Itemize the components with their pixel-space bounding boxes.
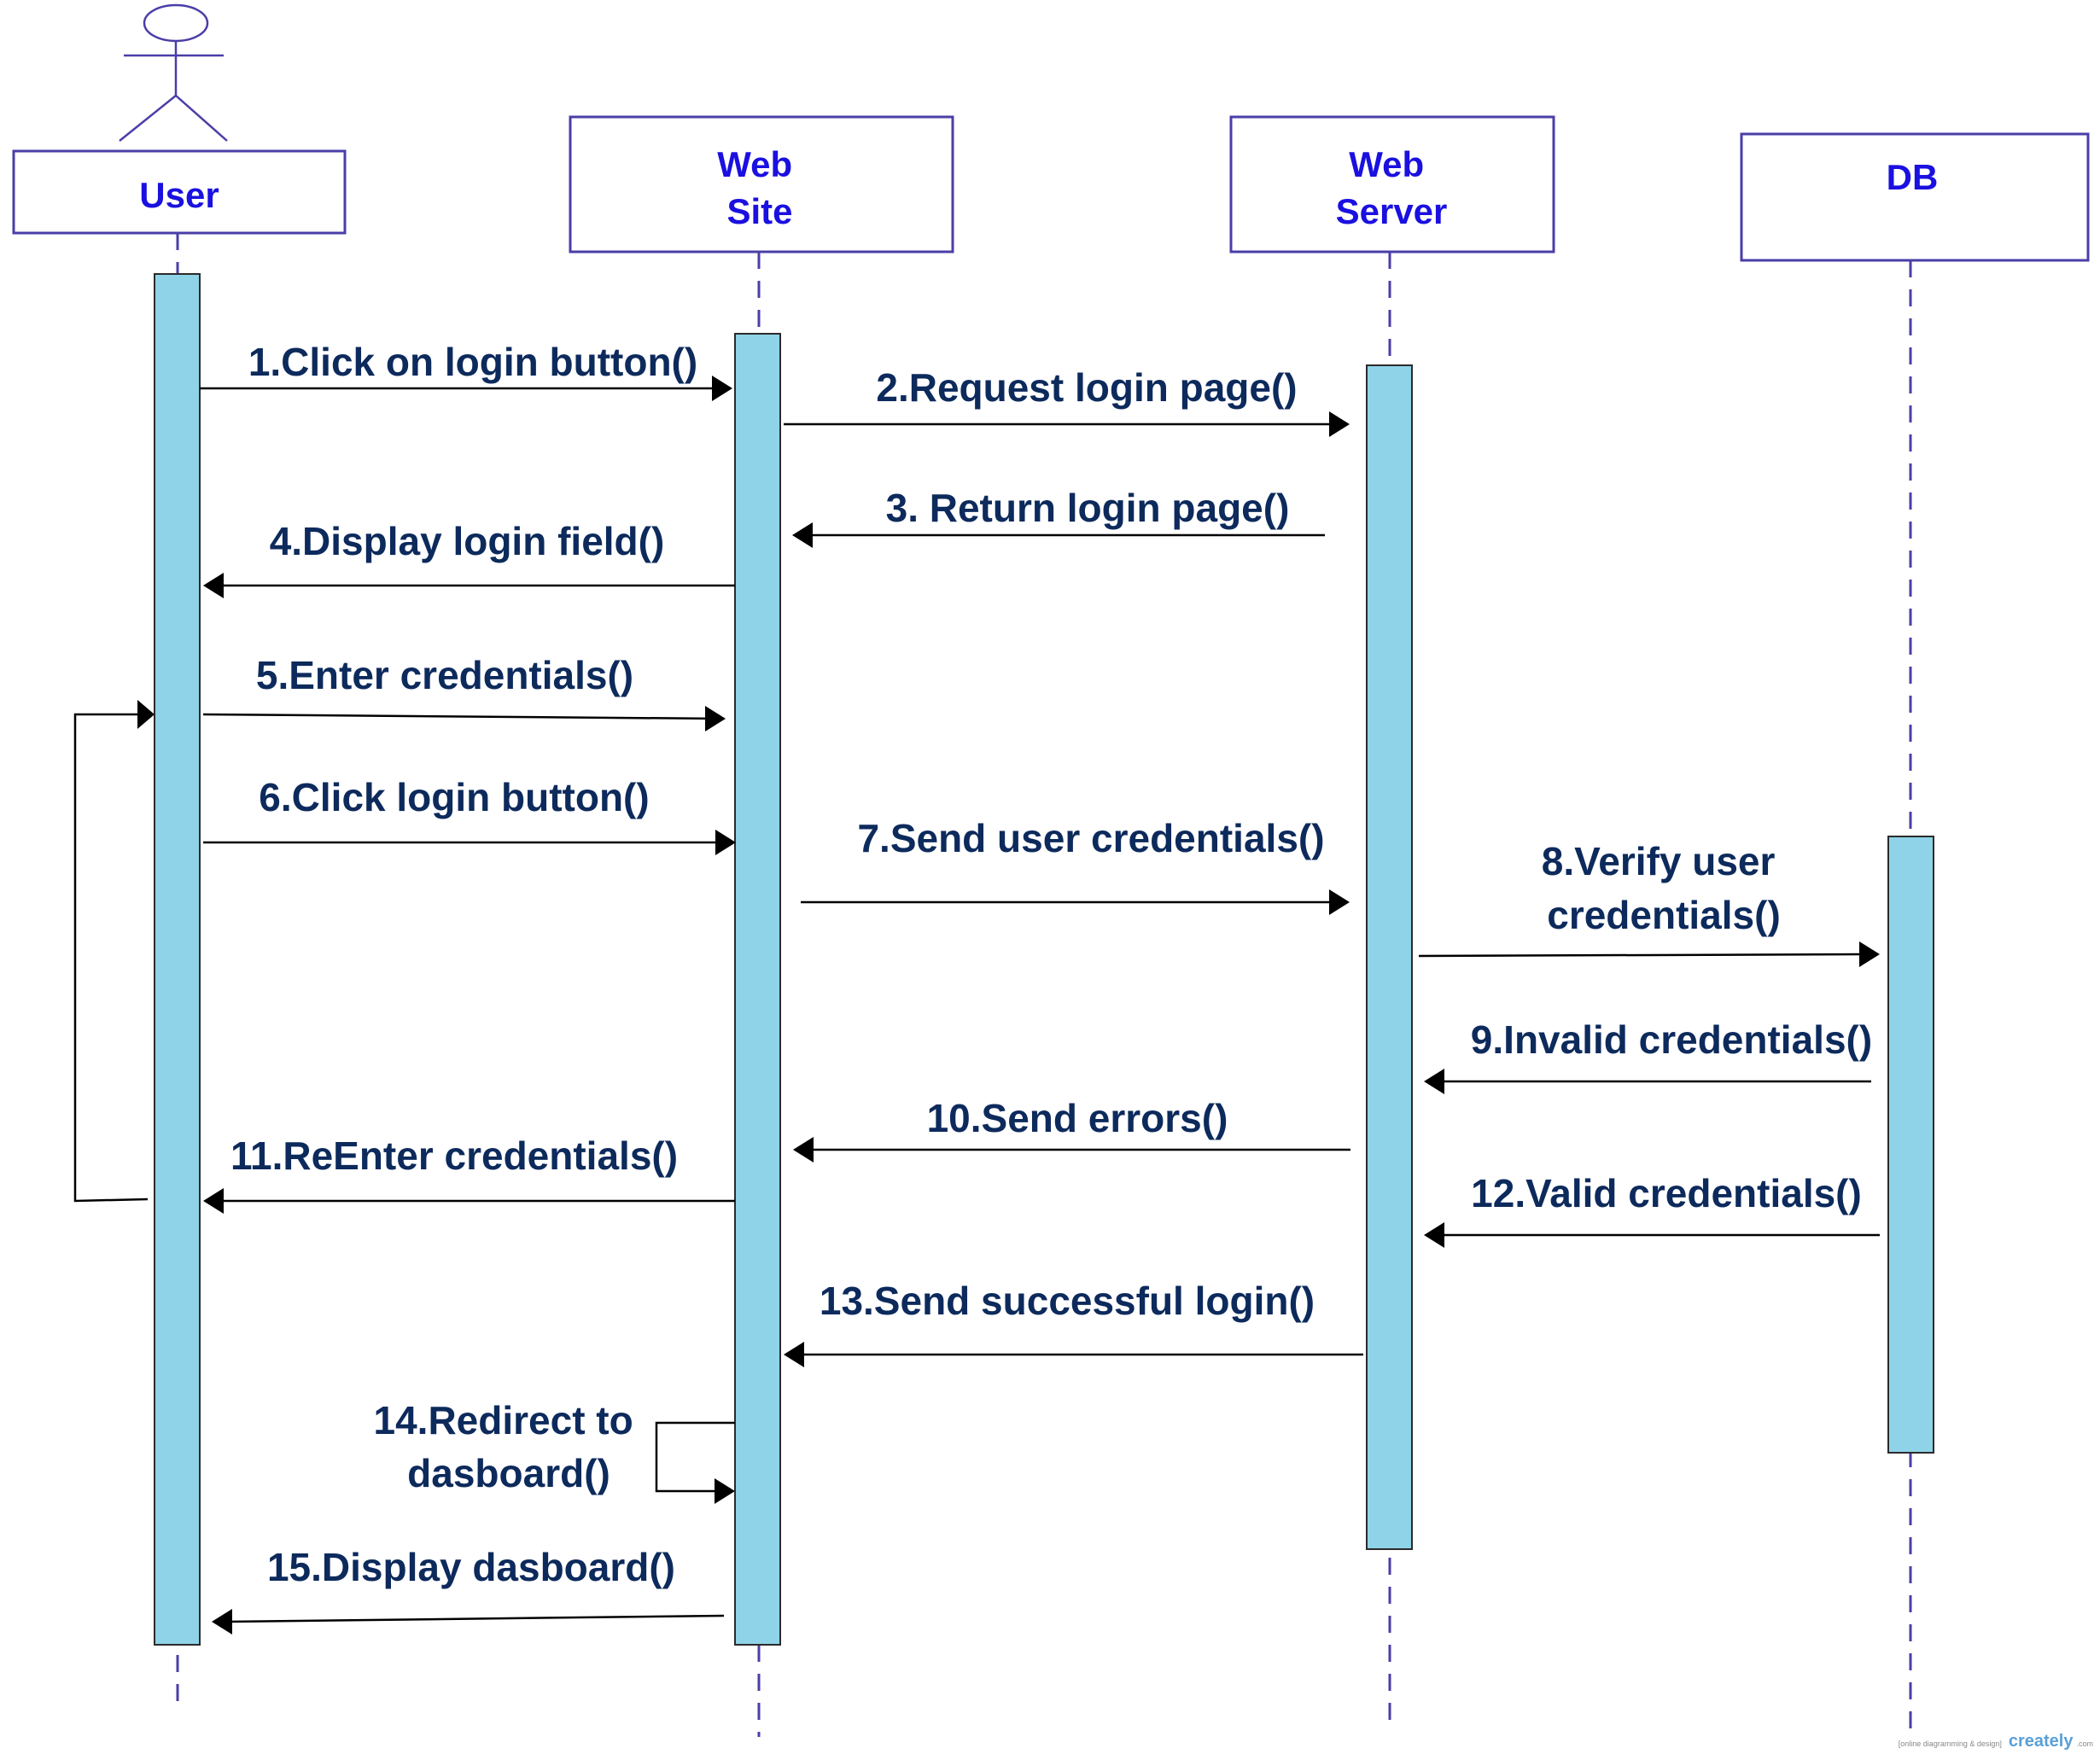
message-13-label: 13.Send successful login() — [820, 1279, 1315, 1323]
message-14-arrowhead — [715, 1478, 735, 1504]
activation-website — [734, 333, 781, 1646]
message-1-label: 1.Click on login button() — [248, 340, 697, 384]
message-12-label: 12.Valid credentials() — [1471, 1171, 1862, 1215]
message-15-label: 15.Display dasboard() — [267, 1545, 675, 1589]
message-11-label: 11.ReEnter credentials() — [230, 1133, 678, 1178]
message-4-label: 4.Display login field() — [270, 519, 665, 563]
message-3-label: 3. Return login page() — [886, 486, 1290, 530]
message-11-arrowhead — [203, 1188, 224, 1214]
message-15-arrowhead — [212, 1609, 232, 1635]
message-4-arrowhead — [203, 573, 224, 598]
message-2-label: 2.Request login page() — [876, 365, 1297, 410]
message-12-arrowhead — [1424, 1222, 1444, 1248]
message-14-arrow — [655, 1421, 735, 1493]
message-10-label: 10.Send errors() — [927, 1096, 1228, 1140]
message-5-arrow — [202, 713, 723, 720]
participant-website-box — [569, 115, 954, 253]
participant-db-box — [1740, 132, 2090, 262]
participant-user-box — [12, 149, 347, 235]
message-6-label: 6.Click login button() — [259, 775, 649, 819]
participant-db-label: DB — [1887, 157, 1939, 197]
message-9-arrowhead — [1424, 1069, 1444, 1094]
loop-back-arrowhead — [137, 700, 155, 729]
activation-db — [1887, 836, 1934, 1454]
message-14-label: 14.Redirect to dasboard() — [374, 1398, 645, 1495]
message-9-label: 9.Invalid credentials() — [1471, 1017, 1872, 1062]
message-8-label: 8.Verify user credentials() — [1542, 839, 1786, 937]
creately-watermark: [online diagramming & design] creately .… — [1899, 1732, 2093, 1751]
message-1-arrowhead — [712, 376, 732, 401]
participant-webserver-box — [1229, 115, 1555, 253]
actor-icon — [119, 3, 228, 142]
message-10-arrowhead — [793, 1137, 814, 1163]
message-2-arrowhead — [1329, 411, 1350, 437]
lifelines — [176, 233, 1912, 1737]
participant-user-label: User — [139, 175, 219, 215]
loop-back-line — [73, 713, 149, 1203]
message-5-arrowhead — [705, 706, 726, 731]
message-3-arrowhead — [792, 522, 813, 548]
message-8-arrow — [1418, 953, 1864, 958]
message-8-arrowhead — [1859, 941, 1880, 967]
activation-webserver — [1366, 364, 1413, 1550]
message-15-arrow — [226, 1614, 725, 1623]
participant-webserver-label: Web Server — [1336, 144, 1448, 231]
message-7-label: 7.Send user credentials() — [857, 816, 1324, 860]
participant-website-label: Web Site — [717, 144, 802, 231]
message-7-arrowhead — [1329, 889, 1350, 915]
activation-user — [154, 273, 201, 1646]
message-6-arrowhead — [715, 830, 736, 855]
message-5-label: 5.Enter credentials() — [256, 653, 633, 697]
message-13-arrowhead — [784, 1342, 804, 1367]
